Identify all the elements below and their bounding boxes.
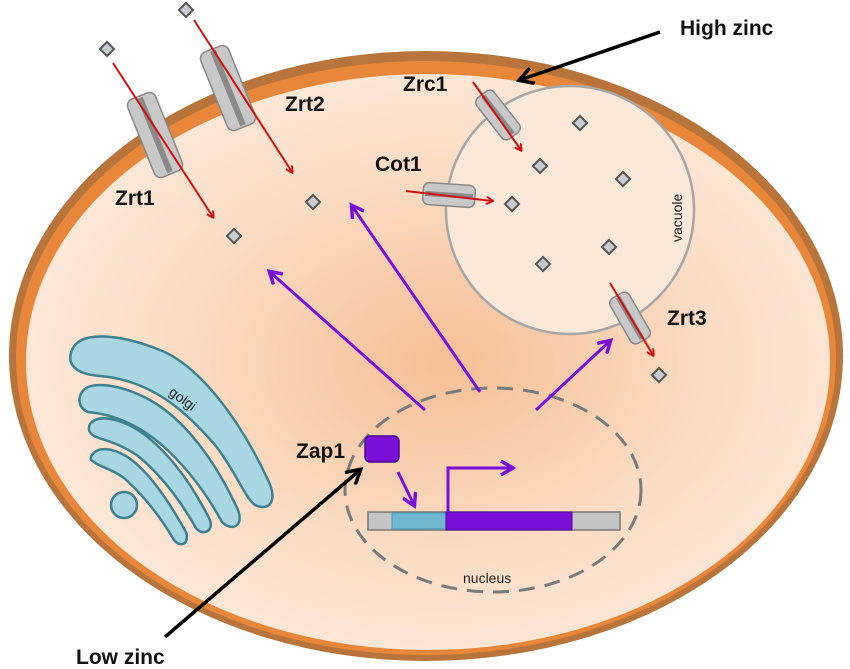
high-zinc-label: High zinc [680,17,774,40]
zrt1-zinc-flow-arrow [112,62,213,217]
zrt3-label: Zrt3 [667,307,707,330]
low-zinc-label: Low zinc [76,646,165,669]
zinc-ion [571,114,589,132]
zrc1-label: Zrc1 [403,73,448,96]
zrt3-zinc-flow-arrow [609,282,653,355]
nucleus-label: nucleus [463,570,511,586]
transcription-start-arrow [446,468,512,512]
zinc-ion [650,366,668,384]
golgi [69,335,274,546]
zap1-regulates-zrt3-arrow [534,341,610,412]
gene-coding-region [445,511,573,531]
zrt2-zinc-flow-arrow [193,19,292,172]
zrt1-transporter [126,91,184,179]
zap1-binding-arrow [396,471,414,505]
zinc-ion [177,1,195,19]
gene [367,511,621,531]
cot1-label: Cot1 [375,153,422,176]
zrt2-label: Zrt2 [285,93,325,116]
zap1-regulates-zrt2-arrow [352,206,482,393]
zinc-ion [534,255,552,273]
cot1-zinc-flow-arrow [405,190,492,201]
zap1-label: Zap1 [296,440,345,463]
vacuole [444,84,696,336]
zrc1-zinc-flow-arrow [472,81,521,150]
nucleus [343,386,643,594]
zrt1-label: Zrt1 [115,187,155,210]
zap1-regulates-zrt1-arrow [270,272,426,412]
zinc-ion [98,40,116,58]
zinc-ions [98,1,668,384]
low-zinc-arrow [163,470,360,639]
zinc-ion [614,170,632,188]
zinc-ion [531,157,549,175]
vacuole-label: vacuole [669,194,685,242]
zinc-ion [503,195,521,213]
zinc-ion [225,227,243,245]
zap1-protein [364,435,400,463]
zinc-ion [304,193,322,211]
high-zinc-arrow [520,30,661,80]
zinc-ion [600,238,618,256]
gene-promoter-zre [391,512,447,530]
